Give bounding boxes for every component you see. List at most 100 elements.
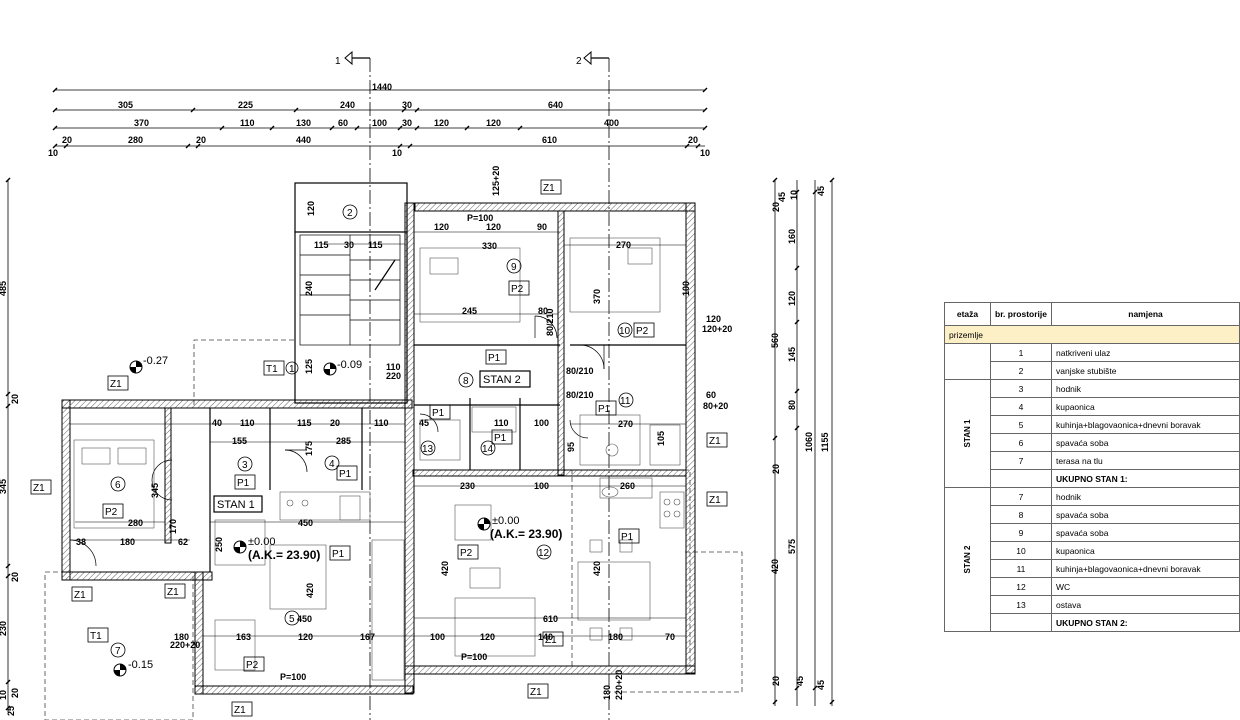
inner-dim: 167 [360, 632, 375, 642]
room-number-circle [284, 610, 300, 626]
inner-dim: 60 [706, 390, 716, 400]
furniture [73, 237, 685, 681]
level-value: -0.27 [143, 355, 168, 367]
inner-dim: 330 [482, 241, 497, 251]
finish-tag: P1 [621, 532, 634, 543]
dim-left: 25 [6, 706, 16, 716]
surface-tag [336, 465, 358, 481]
dim-top: 280 [128, 135, 143, 145]
finish-tag: Z1 [74, 590, 86, 601]
surface-tag-text: P1 [237, 478, 250, 489]
dim-left: 20 [10, 572, 20, 582]
surface-tag-text: P2 [511, 284, 524, 295]
room-purpose-cell: ostava [1051, 595, 1240, 614]
dim-top: 10 [392, 148, 402, 158]
level-marker: -0.15 [113, 659, 153, 677]
room-purpose-cell: hodnik [1051, 487, 1240, 506]
section-lines: 1 2 [335, 50, 610, 720]
dim-right: 1155 [820, 432, 830, 452]
inner-dim: 120+20 [702, 324, 732, 334]
inner-dim: 120 [480, 632, 495, 642]
room-number: 10 [619, 326, 631, 337]
surface-tag [263, 360, 285, 376]
inner-dim: 450 [298, 518, 313, 528]
dim-right: 420 [770, 559, 780, 574]
inner-dim: 80/210 [566, 390, 594, 400]
dim-top: 240 [340, 100, 355, 110]
room-number: 13 [422, 444, 434, 455]
unit-label-box [479, 370, 531, 388]
dim-right: 45 [777, 192, 787, 202]
inner-dim: 285 [336, 436, 351, 446]
room-number-circle [285, 361, 299, 375]
inner-dim: 345 [150, 483, 160, 498]
surface-tag-text: P1 [598, 404, 611, 415]
surface-tag [485, 349, 507, 365]
dim-right: 120 [787, 291, 797, 306]
table-row: STAN 2 7 hodnik [944, 487, 1240, 632]
dim-top: 120 [434, 118, 449, 128]
room-number: 1 [289, 364, 295, 375]
unit-label-box [213, 495, 263, 513]
inner-dim: 155 [232, 436, 247, 446]
inner-dim: P=100 [280, 672, 306, 682]
stairs [299, 234, 401, 346]
table-header-row: etaža br. prostorije namjena [944, 302, 1240, 326]
floor-row: prizemlje [944, 325, 1240, 344]
surface-tag [234, 474, 256, 490]
inner-dim: 610 [543, 614, 558, 624]
dim-top: 120 [486, 118, 501, 128]
room-number-cell: 4 [990, 397, 1052, 416]
room-number-cell: 2 [990, 361, 1052, 380]
subtotal-row: UKUPNO STAN 1: [945, 469, 1240, 488]
subtotal-label: UKUPNO STAN 2: [1051, 613, 1240, 632]
dim-right: 45 [795, 676, 805, 686]
walls [61, 182, 696, 695]
subtotal-label: UKUPNO STAN 1: [1051, 469, 1240, 488]
unit-labels: STAN 1 STAN 2 [213, 370, 531, 513]
surface-tag [595, 400, 617, 416]
unit-cell-stan-1: STAN 1 [944, 379, 991, 488]
inner-dim: 95 [566, 442, 576, 452]
surface-tag-text: T1 [90, 631, 102, 642]
room-purpose-cell: kupaonica [1051, 541, 1240, 560]
level-value: ±0.00 [248, 536, 275, 548]
inner-dim: 270 [616, 240, 631, 250]
dim-top: 225 [238, 100, 253, 110]
dim-right: 575 [787, 539, 797, 554]
inner-dim: 120 [298, 632, 313, 642]
inner-dim: 170 [168, 519, 178, 534]
floor-plan-drawing: 1440 305 225 240 30 640 370 110 130 60 1… [0, 50, 835, 720]
inner-dim: 140 [538, 632, 553, 642]
surface-tag-text: P1 [432, 408, 445, 419]
inner-dim: 80 [538, 306, 548, 316]
surface-tag [429, 404, 451, 420]
inner-dim: 70 [665, 632, 675, 642]
dim-left: 345 [0, 479, 8, 494]
inner-dim: 280 [128, 518, 143, 528]
inner-dim: 30 [344, 240, 354, 250]
right-dimension-chains [772, 177, 835, 706]
inner-dim: 450 [297, 614, 312, 624]
dim-top: 30 [402, 118, 412, 128]
surface-tag-text: P2 [105, 507, 118, 518]
finish-tag: Z1 [709, 436, 721, 447]
finish-tag: Z1 [543, 183, 555, 194]
inner-dim: 220+20 [614, 670, 624, 700]
room-number-cell: 1 [990, 343, 1052, 362]
door-swings [69, 315, 605, 567]
inner-dim: 100 [534, 418, 549, 428]
inner-dim: 62 [178, 537, 188, 547]
room-purpose-cell: hodnik [1051, 379, 1240, 398]
inner-dim: 80+20 [703, 401, 728, 411]
column-header: namjena [1051, 302, 1240, 326]
surface-tag-text: P1 [339, 469, 352, 480]
inner-dim: P=100 [461, 652, 487, 662]
dim-top: 610 [542, 135, 557, 145]
inner-dim: 125+20 [491, 166, 501, 196]
inner-dim: 80/210 [566, 366, 594, 376]
floor-label: prizemlje [944, 325, 1240, 344]
inner-dim: 370 [592, 289, 602, 304]
room-number-circle [536, 544, 552, 560]
finish-tag: Z1 [709, 495, 721, 506]
